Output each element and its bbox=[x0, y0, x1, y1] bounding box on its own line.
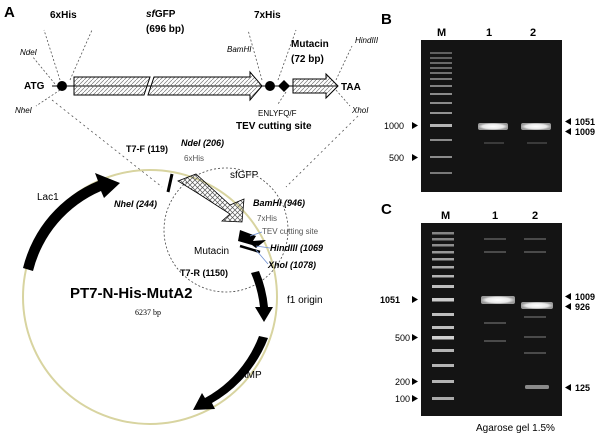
bamhi-site-label: BamHI bbox=[227, 45, 252, 54]
ndei-pos-label: NdeI (206) bbox=[181, 138, 224, 148]
lac1-label: Lac1 bbox=[37, 192, 59, 203]
mutacin-size-label: (72 bp) bbox=[291, 54, 324, 65]
gel-b-lane-1: 1 bbox=[486, 27, 492, 39]
stop-codon-label: TAA bbox=[341, 82, 361, 93]
gel-b-lane-2: 2 bbox=[530, 27, 536, 39]
plasmid-zoom-circle bbox=[163, 167, 289, 293]
gel-b bbox=[421, 40, 562, 192]
gel-c-lane-m: M bbox=[441, 210, 450, 222]
gel-c-lane-2: 2 bbox=[532, 210, 538, 222]
nhei-pos-label: NheI (244) bbox=[114, 199, 157, 209]
gel-c-footer: Agarose gel 1.5% bbox=[476, 423, 555, 434]
gel-b-ladder bbox=[430, 52, 452, 174]
gel-c-marker-125: 125 bbox=[575, 383, 590, 393]
his6-tag-marker bbox=[57, 81, 67, 91]
plasmid-name: PT7-N-His-MutA2 bbox=[70, 285, 193, 302]
gel-b-lane2-faint bbox=[527, 142, 547, 144]
gel-c-lane1-faint-bands bbox=[484, 238, 506, 342]
gel-b-marker-500-arrow bbox=[412, 154, 418, 161]
panel-c-label: C bbox=[381, 201, 392, 218]
gel-c-lane1-band bbox=[481, 296, 515, 304]
panel-b-label: B bbox=[381, 11, 392, 28]
gel-c-marker-125-arrow bbox=[565, 384, 571, 391]
gel-b-marker-1051-arrow bbox=[565, 118, 571, 125]
f1-origin-label: f1 origin bbox=[287, 295, 323, 306]
gel-c-marker-200: 200 bbox=[395, 377, 410, 387]
gel-b-lane1-faint bbox=[484, 142, 504, 144]
sfgfp-block bbox=[73, 70, 263, 102]
gel-b-marker-1051: 1051 bbox=[575, 117, 595, 127]
gel-b-marker-1009: 1009 bbox=[575, 127, 595, 137]
bamhi-pos-label: BamHI (946) bbox=[253, 198, 305, 208]
sfgfp-size-label: (696 bp) bbox=[146, 24, 184, 35]
gel-b-lane1-band bbox=[478, 123, 508, 130]
gel-c-marker-500-arrow bbox=[412, 334, 418, 341]
his7-label: 7xHis bbox=[254, 10, 281, 21]
zoom-lines bbox=[51, 99, 359, 188]
hindiii-site-label: HindIII bbox=[355, 36, 379, 45]
xhoi-site-label: XhoI bbox=[351, 106, 369, 115]
plasmid-his7-label: 7xHis bbox=[257, 214, 277, 223]
gel-c-marker-500: 500 bbox=[395, 333, 410, 343]
gel-b-marker-500: 500 bbox=[389, 153, 404, 163]
gel-c-marker-1051: 1051 bbox=[380, 295, 400, 305]
plasmid-mutacin-arrow bbox=[238, 230, 266, 248]
gel-c-lane2-small-band bbox=[525, 385, 549, 389]
gel-c-marker-100: 100 bbox=[395, 394, 410, 404]
gel-c-marker-1051-arrow bbox=[412, 296, 418, 303]
tev-site-marker bbox=[278, 80, 290, 92]
his6-label: 6xHis bbox=[50, 10, 77, 21]
mutacin-name-label: Mutacin bbox=[291, 39, 329, 50]
gel-c-marker-926-arrow bbox=[565, 303, 571, 310]
f1-origin-arrow bbox=[251, 271, 273, 322]
tev-pointer bbox=[249, 231, 263, 237]
plasmid-size: 6237 bp bbox=[135, 308, 161, 317]
start-codon-label: ATG bbox=[24, 81, 45, 92]
mutacin-block bbox=[292, 72, 339, 100]
gel-b-lane2-band bbox=[521, 123, 551, 130]
gel-c-lane2-band bbox=[521, 302, 553, 309]
amp-arrow bbox=[193, 336, 268, 410]
panel-a-label: A bbox=[4, 4, 15, 21]
tev-leader bbox=[277, 91, 287, 105]
gel-c-marker-926: 926 bbox=[575, 302, 590, 312]
hindiii-pos-label: HindIII (1069 bbox=[270, 243, 323, 253]
t7f-marker bbox=[166, 173, 174, 193]
lac1-arrow bbox=[23, 173, 120, 271]
t7f-label: T7-F (119) bbox=[126, 144, 168, 154]
gel-b-lane-m: M bbox=[437, 27, 446, 39]
plasmid-mutacin-label: Mutacin bbox=[194, 246, 229, 257]
t7r-label: T7-R (1150) bbox=[180, 268, 228, 278]
plasmid-sfgfp-label: sfGFP bbox=[230, 170, 259, 181]
amp-label: AMP bbox=[240, 370, 262, 381]
xhoi-pos-label: XhoI (1078) bbox=[267, 260, 316, 270]
gel-c-ladder bbox=[432, 232, 454, 400]
gel-c-marker-1009: 1009 bbox=[575, 292, 595, 302]
gel-b-marker-1000: 1000 bbox=[384, 121, 404, 131]
hindiii-pointer bbox=[255, 245, 271, 249]
tev-sequence-label: ENLYFQ/F bbox=[258, 109, 297, 118]
nhei-site-label: NheI bbox=[15, 106, 33, 115]
plasmid-his6-label: 6xHis bbox=[184, 154, 204, 163]
plasmid-tev-label: TEV cutting site bbox=[262, 227, 319, 236]
gel-c-marker-100-arrow bbox=[412, 395, 418, 402]
his7-tag-marker bbox=[265, 81, 275, 91]
construct-leader-lines bbox=[31, 29, 353, 107]
gel-b-marker-1000-arrow bbox=[412, 122, 418, 129]
plasmid-sfgfp-block bbox=[177, 173, 245, 223]
gel-c-marker-200-arrow bbox=[412, 378, 418, 385]
plasmid-backbone bbox=[22, 169, 278, 425]
gel-c bbox=[421, 223, 562, 416]
gel-b-marker-1009-arrow bbox=[565, 128, 571, 135]
gel-c-lane2-faint-bands bbox=[524, 238, 546, 354]
tev-cutting-site-label: TEV cutting site bbox=[236, 121, 312, 132]
gel-c-marker-1009-arrow bbox=[565, 293, 571, 300]
sfgfp-name-label: sfGFP bbox=[146, 9, 176, 20]
ndei-site-label: NdeI bbox=[20, 48, 38, 57]
gel-c-lane-1: 1 bbox=[492, 210, 498, 222]
xhoi-pointer bbox=[255, 249, 269, 265]
